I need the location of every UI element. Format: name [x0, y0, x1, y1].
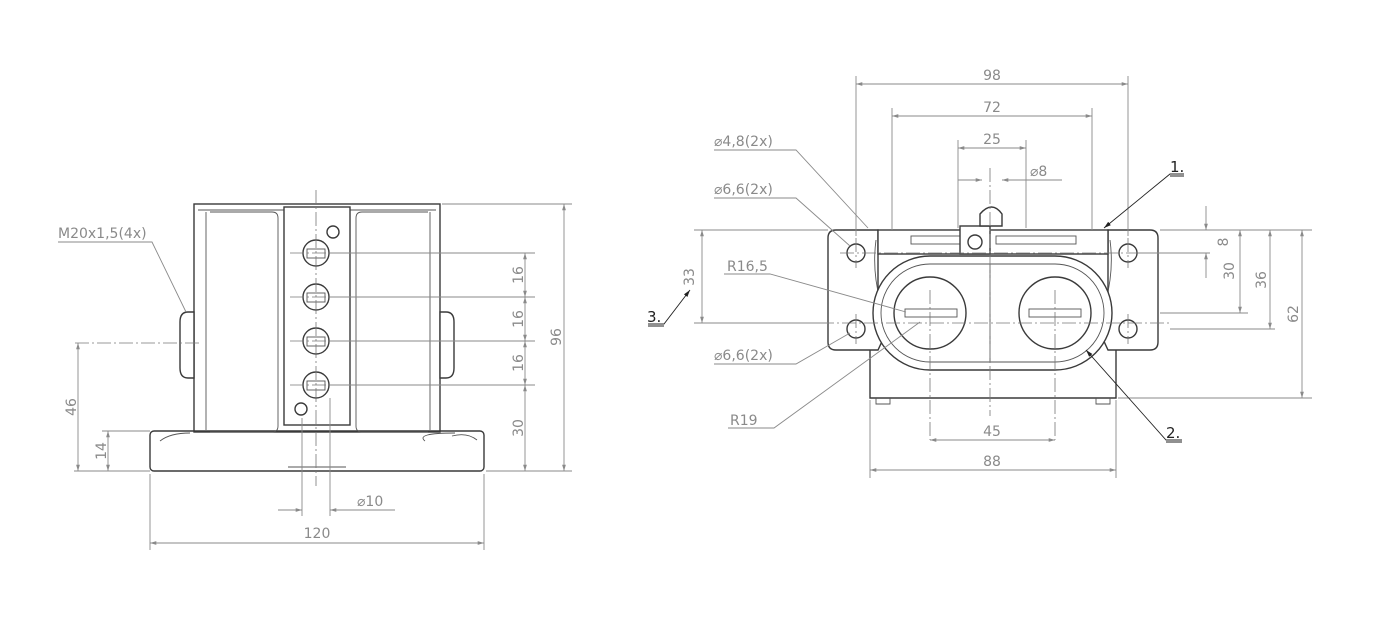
dim-radius-165: R16,5 [727, 259, 768, 275]
dim-33: 33 [682, 268, 698, 286]
button-left-slot [904, 308, 958, 318]
dim-height-overall: 96 [549, 328, 565, 346]
left-recess [210, 211, 279, 433]
dim-8: 8 [1216, 238, 1232, 247]
dim-hole-66-bottom: ⌀6,6(2x) [714, 348, 773, 364]
leader-item-3 [648, 289, 691, 325]
callout-item-3: 3. [647, 308, 661, 326]
flange-edge [159, 432, 478, 442]
screw-bottom [294, 402, 308, 416]
leader-item-2 [1085, 349, 1182, 441]
leader-radius-165 [724, 273, 907, 313]
dim-45: 45 [983, 424, 1001, 440]
dim-88: 88 [983, 454, 1001, 470]
base-feet [875, 398, 1111, 405]
front-view: M20x1,5(4x) 16 16 16 30 96 46 14 120 ⌀10 [58, 190, 572, 550]
center-boss [959, 225, 991, 255]
thread-leader [58, 241, 187, 313]
base-flange [149, 430, 485, 472]
gland-left [179, 311, 195, 379]
callout-item-2: 2. [1166, 424, 1180, 442]
dim-hole-66-top: ⌀6,6(2x) [714, 182, 773, 198]
dim-dia-8: ⌀8 [1030, 164, 1047, 180]
leader-hole-66-bottom [714, 332, 851, 365]
dim-36: 36 [1254, 271, 1270, 289]
dim-25: 25 [983, 132, 1001, 148]
top-extension-lines [694, 76, 1312, 478]
leader-hole-48 [714, 149, 869, 229]
center-screw [967, 234, 983, 250]
dim-radius-19: R19 [730, 413, 758, 429]
dim-width-overall: 120 [304, 526, 331, 542]
dim-30: 30 [1222, 262, 1238, 280]
rim-slot-right [995, 235, 1077, 245]
dim-axis-height: 46 [64, 398, 80, 416]
dim-hole-dia: ⌀10 [357, 494, 383, 510]
dim-pitch-3: 16 [511, 354, 527, 372]
plunger [979, 206, 1003, 227]
dim-62: 62 [1286, 305, 1302, 323]
top-rim [877, 229, 1109, 255]
right-recess [355, 211, 428, 433]
gland-right [439, 311, 455, 379]
callout-item-1: 1. [1170, 158, 1184, 176]
leader-radius-19 [728, 321, 921, 429]
dim-98: 98 [983, 68, 1001, 84]
dim-pitch-1: 16 [511, 266, 527, 284]
top-view: 98 72 25 ⌀8 ⌀4,8(2x) ⌀6,6(2x) ⌀6,6(2x) R… [647, 68, 1312, 478]
leader-item-1 [1103, 173, 1184, 229]
dim-pitch-2: 16 [511, 310, 527, 328]
screw-top [326, 225, 340, 239]
thread-callout: M20x1,5(4x) [58, 226, 147, 242]
dim-hole-48: ⌀4,8(2x) [714, 134, 773, 150]
dim-flange-height: 14 [94, 442, 110, 460]
dim-bottom-offset: 30 [511, 419, 527, 437]
front-extension-lines [74, 203, 572, 550]
leader-hole-66-top [714, 197, 851, 247]
dim-72: 72 [983, 100, 1001, 116]
